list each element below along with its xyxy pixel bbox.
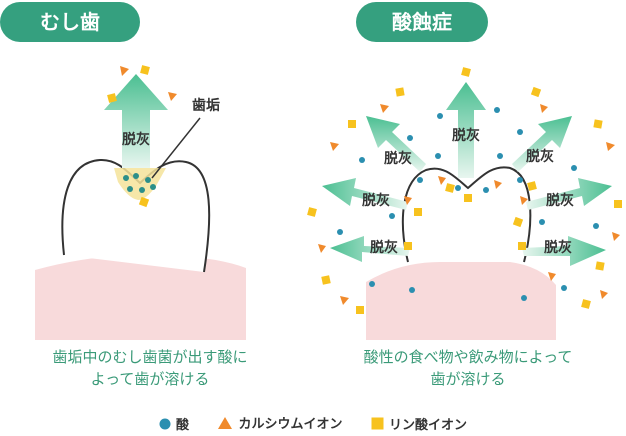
erosion-caption-line2: 歯が溶ける: [430, 370, 506, 388]
left-demineral-arrow: [104, 74, 168, 168]
plaque-label: 歯垢: [192, 97, 220, 114]
right-tooth: [401, 166, 532, 263]
erosion-title-badge: 酸蝕症: [356, 2, 488, 42]
legend-item-acid: 酸: [159, 414, 189, 433]
left-calcium-ion: [120, 66, 129, 76]
caries-title-badge: むし歯: [0, 2, 140, 42]
caries-caption-line2: よって歯が溶ける: [90, 370, 210, 388]
erosion-caption-line1: 酸性の食べ物や飲み物によって: [363, 348, 573, 366]
right-arrow-upper-right: [512, 116, 572, 172]
legend: 酸 カルシウムイオン リン酸イオン: [0, 413, 626, 433]
right-arrow-low-right: [522, 236, 606, 266]
erosion-tooth-illustration: 脱灰 脱灰 脱灰 脱灰 脱灰 脱灰 脱灰: [307, 67, 622, 340]
right-acid-particles: [337, 107, 599, 301]
caries-caption: 歯垢中のむし歯菌が出す酸に よって歯が溶ける: [0, 346, 300, 390]
plaque-leader-line: [151, 117, 201, 179]
left-demineral-label: 脱灰: [122, 131, 150, 148]
left-gum: [35, 254, 246, 340]
right-calcium-ions: [318, 104, 620, 305]
plaque-bacteria: [123, 173, 156, 193]
right-gum: [366, 261, 556, 340]
right-demineral-label-ll: 脱灰: [370, 239, 398, 256]
right-demineral-label-top: 脱灰: [452, 127, 480, 144]
right-phosphate-ions: [307, 67, 622, 314]
legend-item-phosphate: リン酸イオン: [371, 414, 467, 433]
calcium-triangle-icon: [218, 416, 233, 429]
left-phosphate-ion: [140, 65, 150, 75]
right-demineral-label-ul: 脱灰: [384, 150, 412, 167]
right-demineral-label-ur: 脱灰: [526, 148, 554, 165]
left-calcium-ion: [168, 92, 177, 101]
phosphate-square-icon: [371, 417, 384, 429]
right-arrow-mid-right: [526, 178, 612, 210]
legend-acid-label: 酸: [175, 418, 189, 433]
left-phosphate-ion: [107, 93, 117, 103]
right-arrow-mid-left: [322, 178, 408, 210]
legend-phosphate-label: リン酸イオン: [389, 417, 468, 433]
legend-item-calcium: カルシウムイオン: [217, 413, 343, 432]
acid-dot-icon: [159, 418, 171, 429]
legend-calcium-label: カルシウムイオン: [238, 417, 343, 432]
caries-caption-line1: 歯垢中のむし歯菌が出す酸に: [52, 348, 248, 366]
right-arrow-upper-left: [366, 116, 426, 172]
erosion-caption: 酸性の食べ物や飲み物によって 歯が溶ける: [318, 346, 618, 390]
right-demineral-label-lr: 脱灰: [544, 239, 572, 256]
right-demineral-label-mr: 脱灰: [546, 192, 574, 209]
left-phosphate-ion: [138, 196, 150, 208]
right-arrow-up: [446, 82, 486, 178]
right-demineral-label-ml: 脱灰: [362, 192, 390, 209]
caries-tooth-illustration: 歯垢 脱灰: [35, 65, 246, 340]
right-arrow-low-left: [330, 236, 410, 262]
